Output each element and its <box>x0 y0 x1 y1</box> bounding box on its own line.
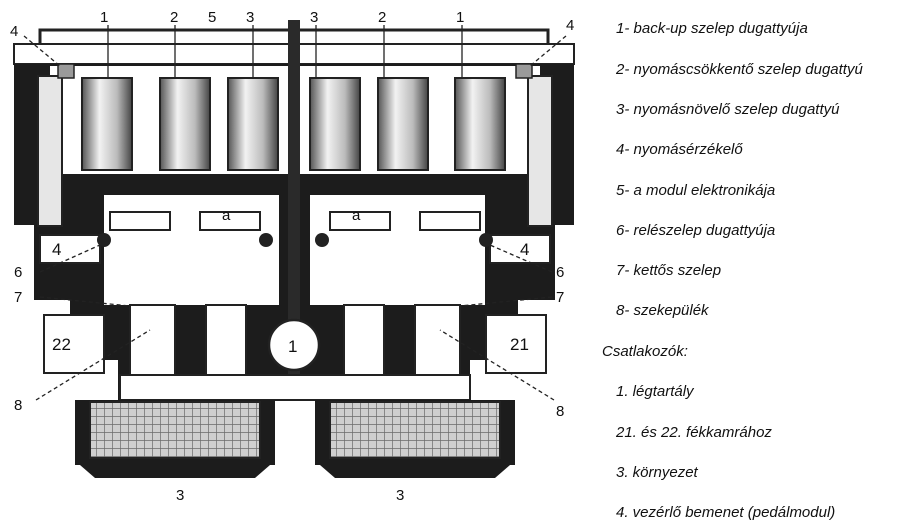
bottom-label-3-left: 3 <box>176 487 184 504</box>
port-label-22: 22 <box>52 335 71 354</box>
side-callouts: 6 7 8 6 7 8 <box>14 264 564 420</box>
port-labels: 4 4 a a 22 21 1 3 3 <box>52 207 529 504</box>
connectors-heading: Csatlakozók: <box>602 343 688 360</box>
port-label-4-left: 4 <box>52 240 61 259</box>
connector-21-22: 21. és 22. fékkamrához <box>616 424 772 441</box>
silencers <box>75 400 515 478</box>
legend-item-7: 7- kettős szelep <box>616 262 722 279</box>
legend: 1- back-up szelep dugattyúja 2- nyomáscs… <box>600 0 900 531</box>
callout-4-right: 4 <box>566 17 574 34</box>
valve-module-diagram: 4 1 2 5 3 3 2 1 4 6 7 8 6 7 8 4 4 a a 22… <box>10 9 575 504</box>
legend-item-4: 4- nyomásérzékelő <box>616 141 743 158</box>
port-label-4-right: 4 <box>520 240 529 259</box>
callout-6-left: 6 <box>14 264 22 281</box>
port-label-1: 1 <box>288 337 297 356</box>
callout-1-right: 1 <box>456 9 464 26</box>
callout-2-right: 2 <box>378 9 386 26</box>
chamber-label-a-left: a <box>222 207 231 224</box>
callout-8-left: 8 <box>14 397 22 414</box>
callout-3-right: 3 <box>310 9 318 26</box>
legend-item-5: 5- a modul elektronikája <box>616 182 776 199</box>
connector-3: 3. környezet <box>616 464 698 481</box>
legend-item-8: 8- szekepülék <box>616 302 709 319</box>
callout-7-right: 7 <box>556 289 564 306</box>
callout-7-left: 7 <box>14 289 22 306</box>
relay-pistons <box>97 211 493 247</box>
chamber-label-a-right: a <box>352 207 361 224</box>
legend-item-6: 6- relészelep dugattyúja <box>616 222 776 239</box>
solenoid-cylinders <box>81 77 506 171</box>
callout-6-right: 6 <box>556 264 564 281</box>
leader-lines <box>23 25 567 401</box>
callout-8-right: 8 <box>556 403 564 420</box>
connector-1: 1. légtartály <box>616 383 694 400</box>
callout-4-left: 4 <box>10 23 18 40</box>
callout-2-left: 2 <box>170 9 178 26</box>
callout-1-left: 1 <box>100 9 108 26</box>
pressure-sensors <box>57 63 533 79</box>
top-callouts: 4 1 2 5 3 3 2 1 4 <box>10 9 574 40</box>
legend-item-3: 3- nyomásnövelő szelep dugattyú <box>616 101 840 118</box>
air-tank-port <box>267 318 321 372</box>
legend-item-2: 2- nyomáscsökkentő szelep dugattyú <box>616 61 863 78</box>
callout-5: 5 <box>208 9 216 26</box>
bottom-label-3-right: 3 <box>396 487 404 504</box>
connector-4: 4. vezérlő bemenet (pedálmodul) <box>616 504 836 521</box>
legend-item-1: 1- back-up szelep dugattyúja <box>616 20 808 37</box>
callout-3-left: 3 <box>246 9 254 26</box>
port-label-21: 21 <box>510 335 529 354</box>
